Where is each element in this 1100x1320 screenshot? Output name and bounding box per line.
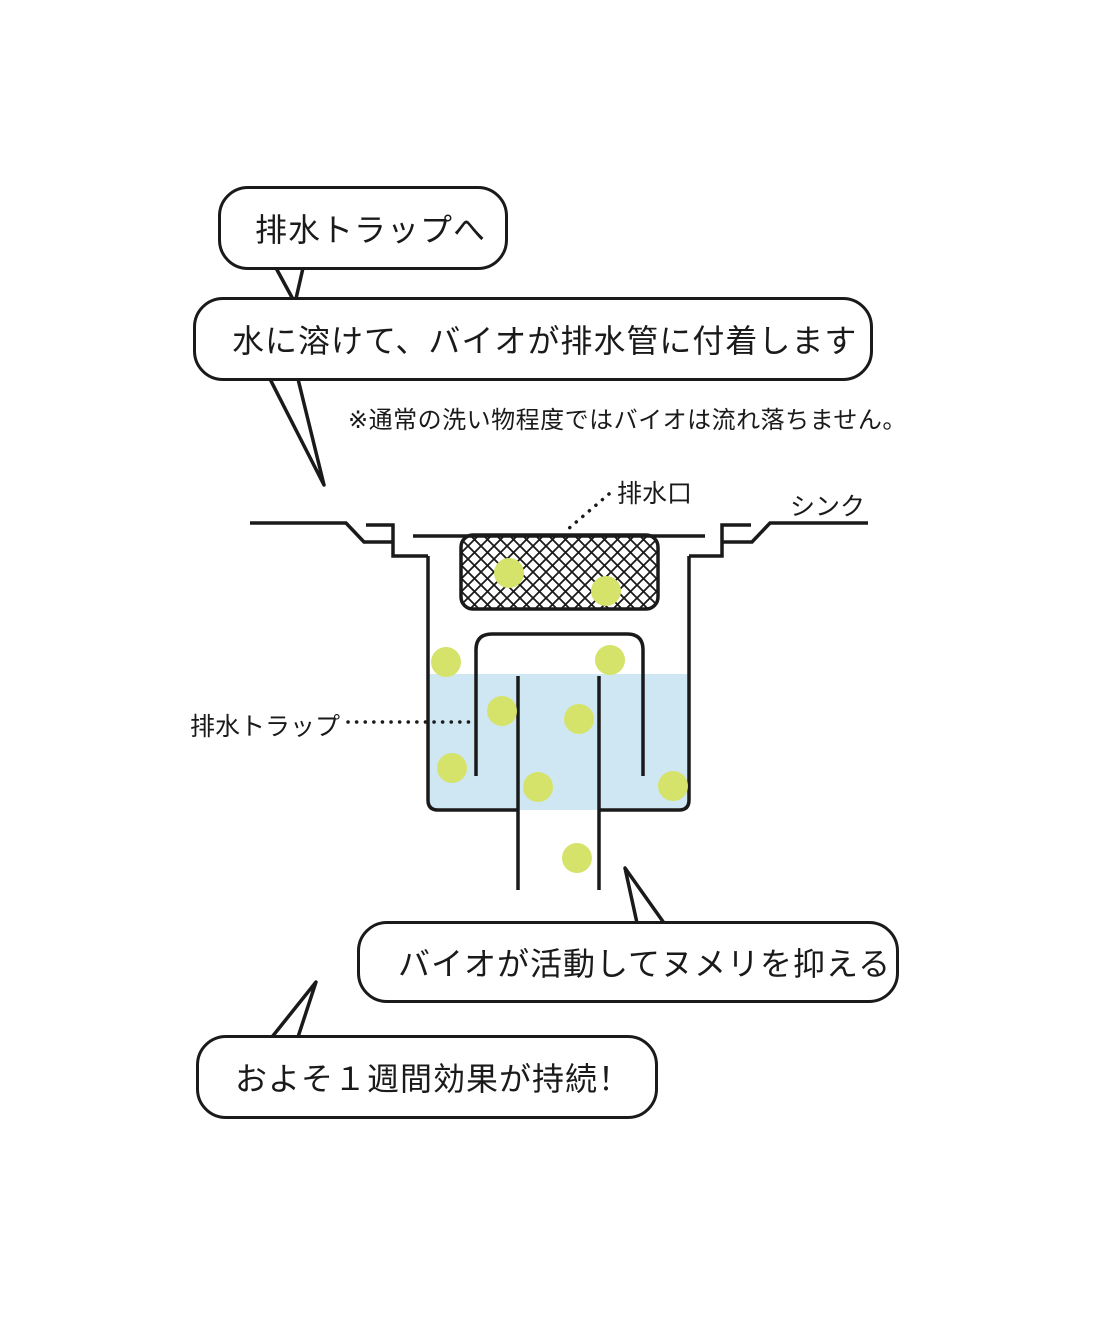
footnote: ※通常の洗い物程度ではバイオは流れ落ちません。 [348, 406, 907, 434]
trap-bell [474, 632, 645, 776]
bio-particle [562, 843, 592, 873]
strainer-basket [459, 533, 660, 611]
bio-particle [487, 696, 517, 726]
tail-duration [270, 980, 318, 1039]
outlet-rim-left [366, 523, 428, 558]
leader-drain-outlet [565, 492, 611, 532]
bio-particle [658, 771, 688, 801]
trap-body [426, 556, 691, 812]
callout-duration-text: およそ１週間効果が持続！ [235, 1060, 632, 1098]
bio-particle [431, 647, 461, 677]
bio-particle [564, 704, 594, 734]
label-drain-trap: 排水トラップ [190, 712, 341, 741]
bio-particle [595, 645, 625, 675]
sink-surface-left [250, 521, 393, 544]
bio-particle [437, 753, 467, 783]
tail-dissolve [268, 377, 326, 487]
callout-to-trap: 排水トラップへ [218, 186, 508, 270]
callout-duration: およそ１週間効果が持続！ [196, 1035, 658, 1119]
label-drain-outlet: 排水口 [617, 479, 693, 508]
outlet-rim-right [689, 523, 751, 558]
water-fill [428, 674, 689, 810]
tail-activity [623, 866, 666, 925]
bio-particle [591, 576, 621, 606]
callout-dissolve: 水に溶けて、バイオが排水管に付着します [193, 297, 873, 381]
callout-dissolve-text: 水に溶けて、バイオが排水管に付着します [232, 322, 858, 360]
callout-activity-text: バイオが活動してヌメリを抑える [398, 945, 892, 983]
callout-activity: バイオが活動してヌメリを抑える [357, 921, 899, 1003]
callout-to-trap-text: 排水トラップへ [255, 211, 487, 249]
bio-particles [431, 558, 688, 873]
bio-particle [523, 772, 553, 802]
sink-surface-right [722, 521, 868, 544]
label-sink: シンク [790, 492, 866, 521]
bio-particle [494, 558, 524, 588]
